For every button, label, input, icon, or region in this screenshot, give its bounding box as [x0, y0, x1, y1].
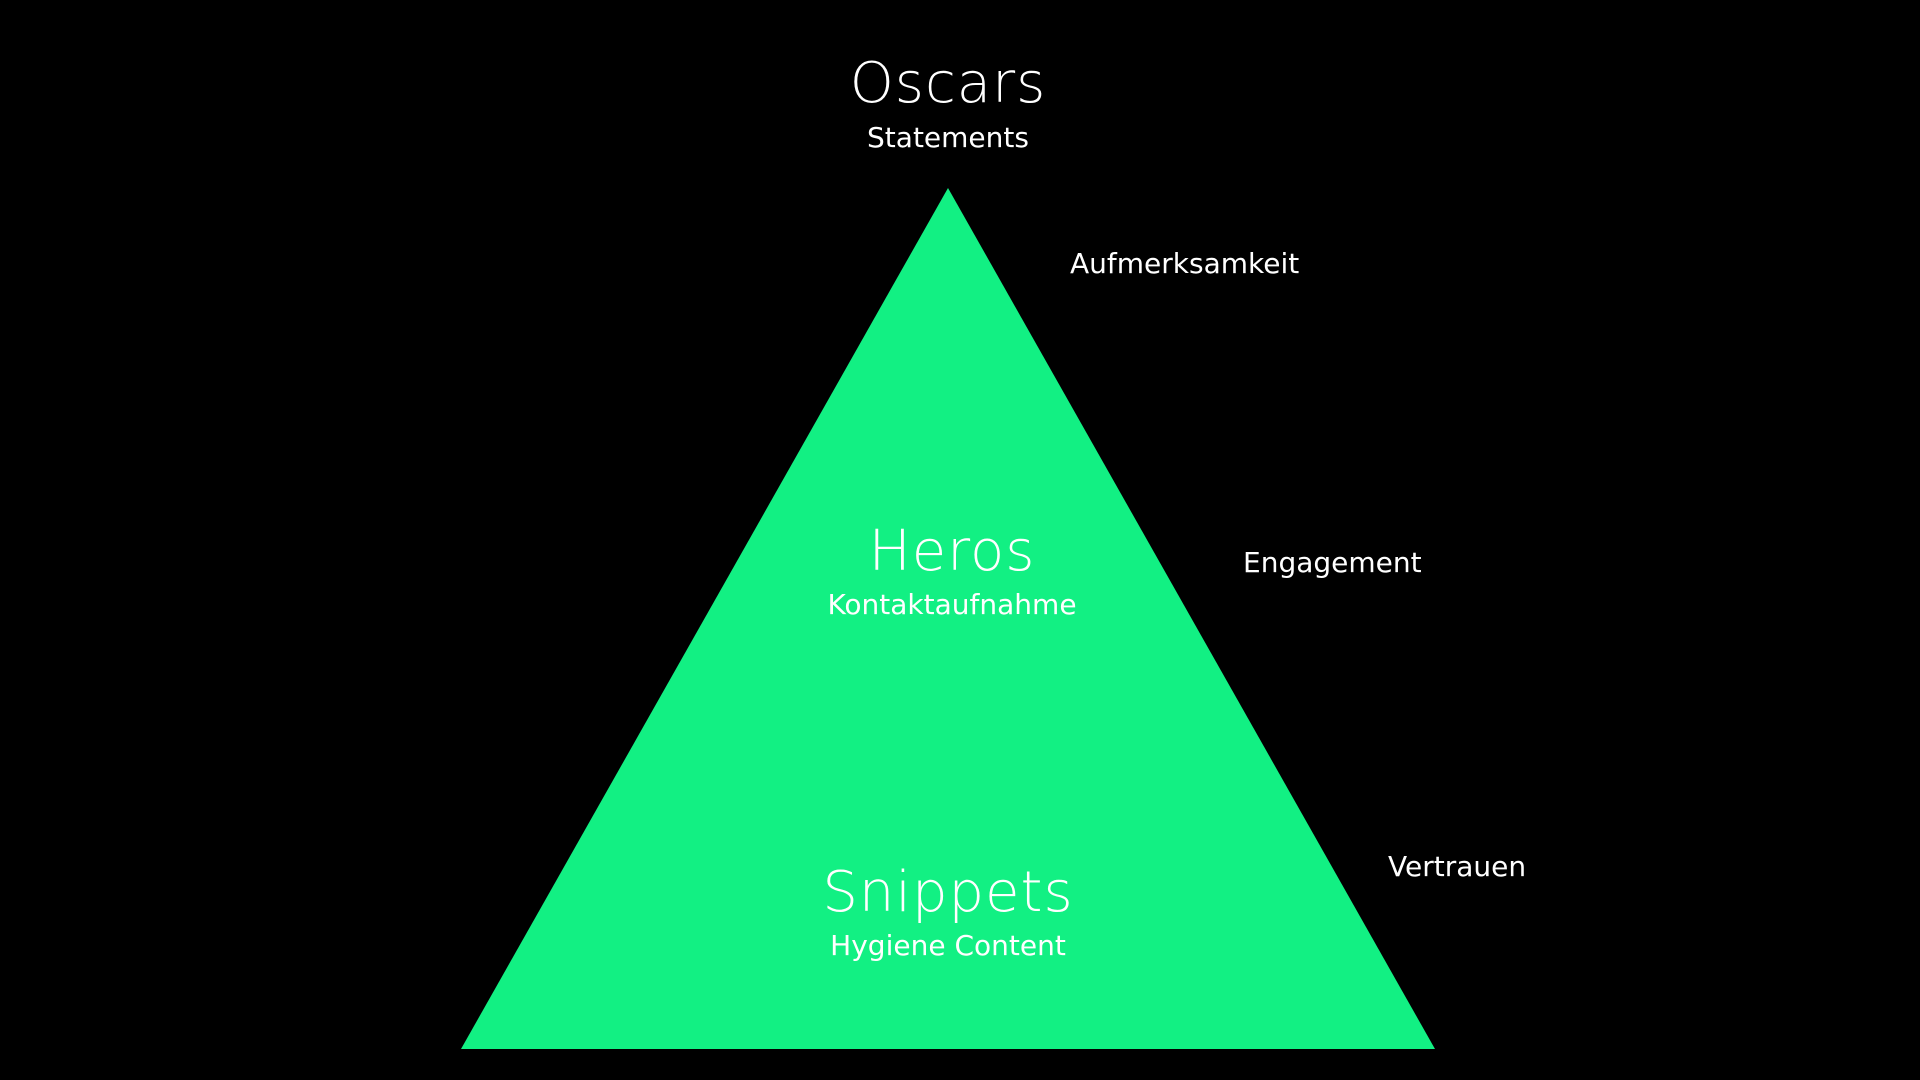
- bottom-tier-subtitle: Hygiene Content: [830, 929, 1066, 962]
- side-label-engagement: Engagement: [1243, 546, 1422, 579]
- side-label-aufmerksamkeit: Aufmerksamkeit: [1070, 247, 1300, 280]
- bottom-tier-title: Snippets: [822, 860, 1074, 925]
- side-label-vertrauen: Vertrauen: [1388, 850, 1527, 883]
- top-tier-title: Oscars: [849, 51, 1047, 116]
- middle-tier-subtitle: Kontaktaufnahme: [827, 588, 1077, 621]
- middle-tier-title: Heros: [868, 519, 1036, 584]
- top-tier-subtitle: Statements: [867, 121, 1029, 154]
- pyramid-triangle: [461, 188, 1435, 1049]
